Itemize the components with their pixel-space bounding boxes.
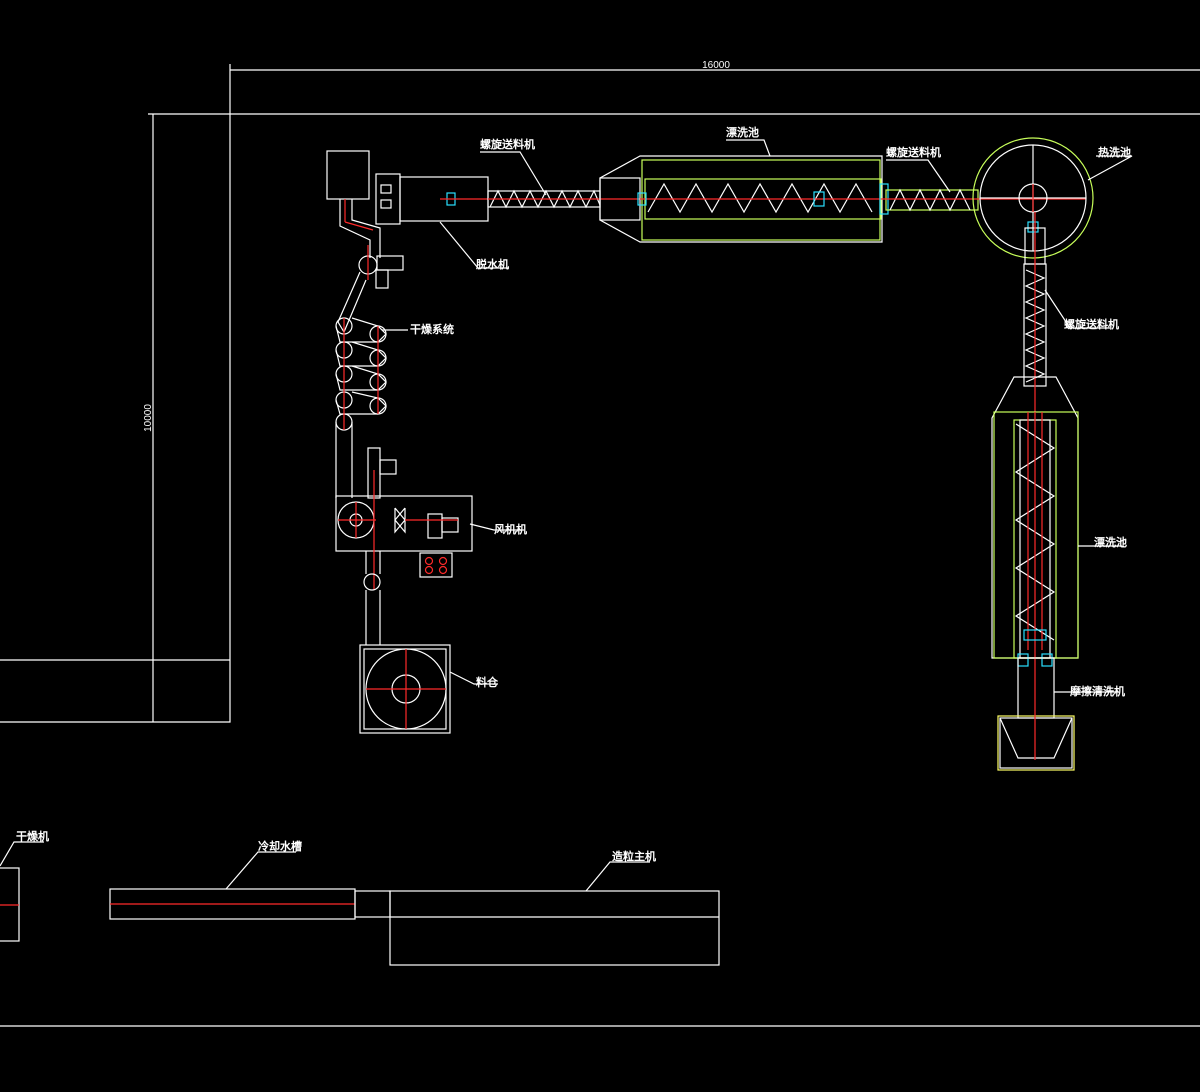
extruder-main: [389, 890, 720, 966]
dewater-machine: [326, 150, 489, 258]
label-cooling-tank: 冷却水槽: [258, 839, 302, 853]
label-dryer-bottom: 干燥机: [16, 829, 49, 843]
screw-feeder-top-right: [882, 188, 1086, 212]
cooling-tank: [109, 888, 391, 920]
drying-system: [335, 245, 404, 498]
label-screw-feeder-top-right: 螺旋送料机: [886, 145, 941, 159]
label-hot-wash: 热洗池: [1098, 145, 1131, 159]
washer-tank-top: [599, 155, 889, 243]
label-dry-system: 干燥系统: [410, 322, 454, 336]
fan-unit: [335, 447, 473, 645]
dimension-width: 16000: [229, 60, 1200, 114]
label-fan: 风机机: [494, 522, 527, 536]
screw-feeder-right: [1023, 212, 1047, 412]
screw-feeder-top-left: [487, 189, 640, 209]
dimension-height: 10000: [143, 113, 230, 722]
dimension-height-label: 10000: [143, 404, 154, 432]
label-washer-top: 漂洗池: [726, 125, 759, 139]
silo: [359, 644, 451, 734]
leader-lines: [0, 139, 1133, 892]
dryer-bottom: [0, 867, 20, 942]
washer-tank-right: [991, 376, 1079, 700]
label-screw-feeder-top-left: 螺旋送料机: [480, 137, 535, 151]
label-dewater: 脱水机: [476, 257, 509, 271]
label-silo: 料仓: [476, 675, 499, 689]
friction-washer: [997, 657, 1075, 771]
building-outline: [0, 113, 1200, 1027]
label-washer-right: 漂洗池: [1094, 535, 1127, 549]
dimension-width-label: 16000: [702, 60, 730, 71]
label-friction-washer: 摩擦清洗机: [1070, 684, 1125, 698]
hot-wash-wheel: [972, 137, 1094, 259]
labels: 螺旋送料机 漂洗池 螺旋送料机 热洗池 脱水机 干燥系统 螺旋送料机 风机机 漂…: [16, 125, 1131, 863]
label-screw-feeder-right: 螺旋送料机: [1064, 317, 1119, 331]
label-extruder: 造粒主机: [612, 849, 656, 863]
